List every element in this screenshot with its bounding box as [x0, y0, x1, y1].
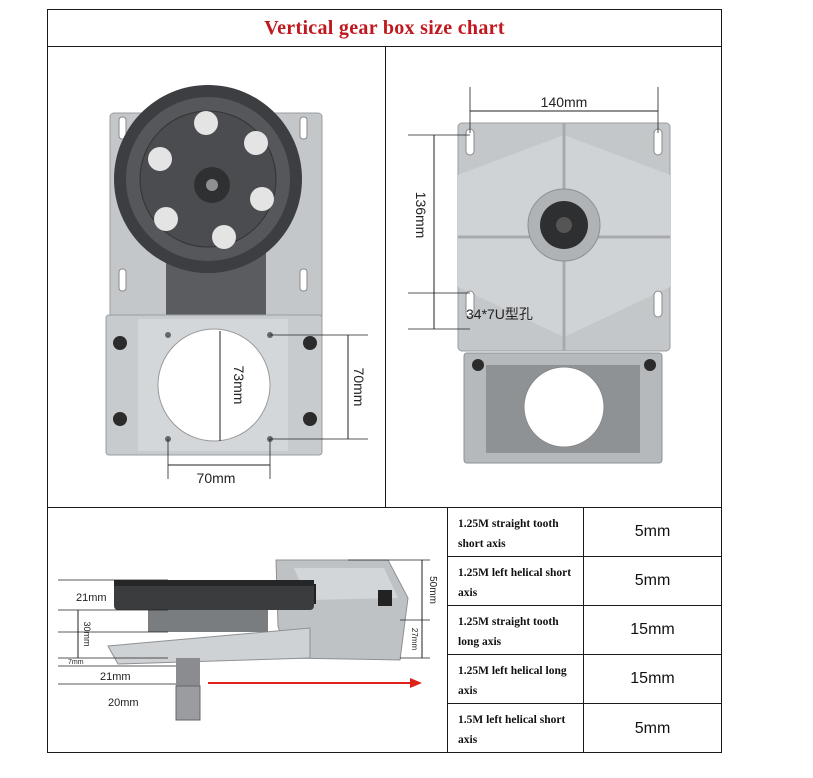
back-view-drawing: 140mm 136mm 34*7U型孔: [408, 87, 671, 464]
spec-value: 5mm: [634, 719, 671, 737]
shaft-gear: [175, 685, 201, 721]
dim-label-73: 73mm: [231, 366, 247, 405]
table-row: 1.25M left helical long axis 15mm: [448, 655, 721, 704]
dim-label-7: 7mm: [68, 659, 84, 666]
bolt: [472, 359, 484, 371]
size-chart-frame: Vertical gear box size chart: [47, 9, 722, 753]
spec-value: 5mm: [634, 572, 671, 589]
table-row: 1.25M straight tooth long axis 15mm: [448, 606, 721, 655]
chart-title: Vertical gear box size chart: [264, 16, 505, 39]
table-row: 1.25M left helical short axis 5mm: [448, 557, 721, 606]
spec-value: 5mm: [634, 523, 671, 540]
dim-label-20: 20mm: [108, 697, 139, 709]
dim-label-140: 140mm: [541, 94, 588, 110]
base-plate: [107, 627, 311, 665]
side-view-panel: 21mm 30mm 7mm 21mm 20mm 50mm 27mm: [48, 507, 448, 752]
pulley-rim: [114, 580, 314, 586]
spec-value: 15mm: [630, 670, 675, 687]
spec-name: 1.25M straight tooth short axis: [448, 508, 584, 556]
dim-label-70-vertical: 70mm: [351, 368, 367, 407]
gearbox-opening: [523, 366, 605, 448]
wheel-shaft: [206, 179, 218, 191]
pinion-center: [556, 217, 572, 233]
spec-name: 1.25M left helical long axis: [448, 655, 584, 703]
spec-name: 1.25M straight tooth long axis: [448, 606, 584, 654]
plate-slot-bottom-right: [653, 290, 663, 318]
dim-label-21-pulley: 21mm: [76, 592, 107, 604]
spec-name: 1.25M left helical short axis: [448, 557, 584, 605]
plate-slot-top-left: [118, 116, 127, 140]
hole-label: 34*7U型孔: [466, 306, 533, 322]
dim-label-30: 30mm: [82, 621, 92, 646]
wheel-hole: [154, 207, 178, 231]
plate-slot-bottom-left: [465, 290, 475, 318]
title-row: Vertical gear box size chart: [48, 10, 721, 47]
red-arrow-head: [410, 678, 422, 688]
plate-slot-top-right: [299, 116, 308, 140]
mount-block: [378, 590, 392, 606]
bolt: [644, 359, 656, 371]
spec-name: 1.5M left helical short axis: [448, 704, 584, 753]
bolt: [303, 336, 317, 350]
wheel-hole: [250, 187, 274, 211]
table-row: 1.5M left helical short axis 5mm: [448, 704, 721, 753]
screw-hole: [165, 332, 171, 338]
wheel-hole: [148, 147, 172, 171]
spec-value: 15mm: [630, 621, 675, 638]
back-view-panel: 140mm 136mm 34*7U型孔: [386, 47, 721, 507]
spec-table: 1.25M straight tooth short axis 5mm 1.25…: [448, 507, 721, 753]
wheel-hole: [212, 225, 236, 249]
center-opening: [157, 328, 271, 442]
dim-label-21-shaft: 21mm: [100, 671, 131, 683]
plate-slot-mid-right: [299, 268, 308, 292]
pulley-timing-belt: [114, 580, 314, 610]
bolt: [113, 412, 127, 426]
plate-slot-mid-left: [118, 268, 127, 292]
wheel-hole: [244, 131, 268, 155]
gearbox-side-face: [294, 568, 398, 600]
bolt: [303, 412, 317, 426]
pulley-hub: [148, 610, 268, 632]
dim-label-70-horizontal: 70mm: [197, 470, 236, 486]
bolt: [113, 336, 127, 350]
dim-label-136: 136mm: [413, 192, 429, 239]
table-row: 1.25M straight tooth short axis 5mm: [448, 508, 721, 557]
front-view-drawing: 73mm 70mm 70mm: [105, 85, 368, 486]
dim-label-50: 50mm: [427, 576, 438, 604]
dim-label-27: 27mm: [410, 628, 419, 651]
wheel-hole: [194, 111, 218, 135]
side-view-drawing: 21mm 30mm 7mm 21mm 20mm 50mm 27mm: [58, 559, 438, 721]
front-view-panel: 73mm 70mm 70mm: [48, 47, 386, 507]
